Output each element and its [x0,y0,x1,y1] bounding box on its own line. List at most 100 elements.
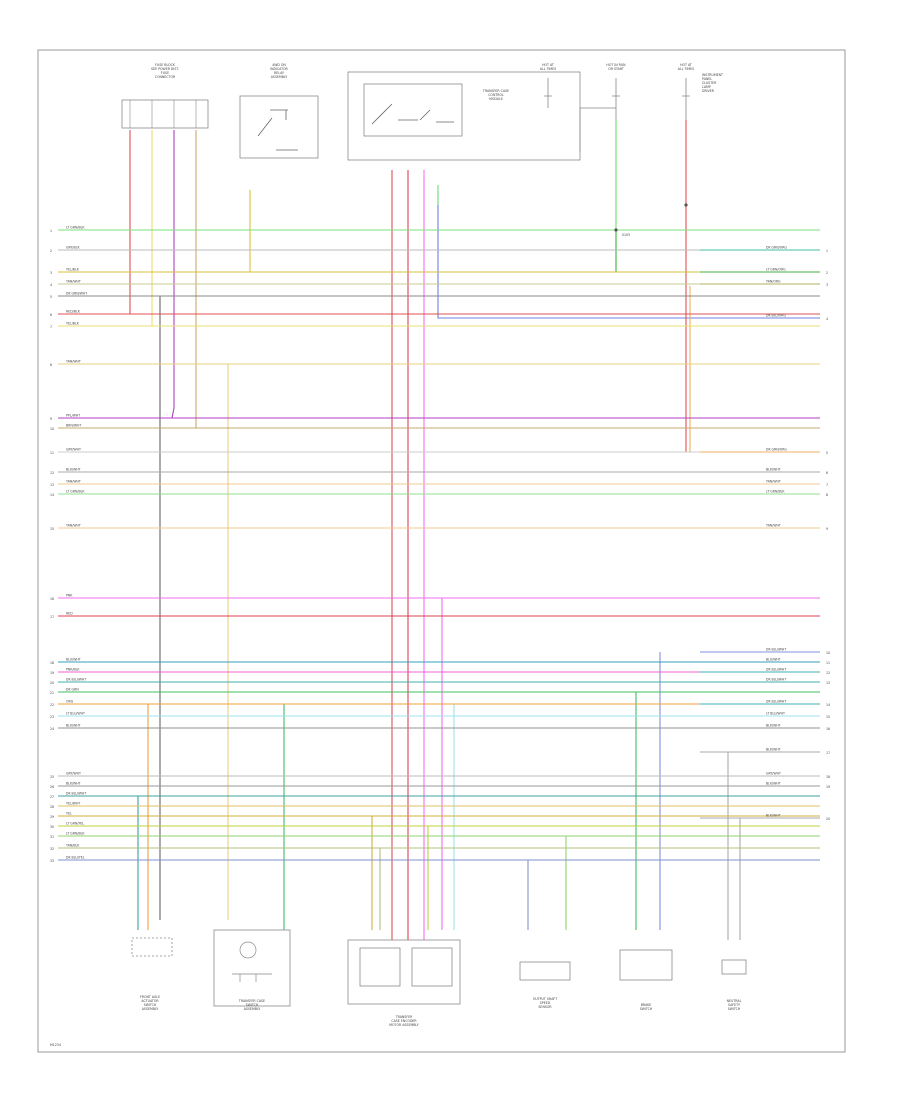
right-wire-label: DK GRN/ORG [766,246,787,250]
left-wire-pin: 8 [50,363,52,367]
right-wire-pin: 19 [826,785,830,789]
right-wire: DK BLU/WHT 14 [700,700,830,707]
left-wire-label: LT GRN/BLK [66,226,85,230]
left-wire-pin: 25 [50,775,54,779]
left-wire-pin: 9 [50,417,52,421]
right-wire-label: DK BLU/WHT [766,678,786,682]
right-wire-label: TAN/ORG [765,280,781,284]
left-wire-label: PNK/BLK [66,668,80,672]
right-wire-label: DK BLU/WHT [766,648,786,652]
right-wire-pin: 13 [826,681,830,685]
right-wire-pin: 6 [826,471,828,475]
footer-code: M1234 [50,1043,61,1047]
splice-label: S105 [622,233,630,237]
right-wire-label: DK BLU/WHT [766,700,786,704]
left-wire-label: DK BLU/YEL [66,856,85,860]
right-wire-pin: 14 [826,703,830,707]
left-wire-pin: 29 [50,815,54,819]
left-wire-pin: 12 [50,471,54,475]
left-wire-pin: 23 [50,715,54,719]
right-wire-pin: 11 [826,661,830,665]
left-wire-label: BLK/WHT [66,468,81,472]
right-wire-pin: 9 [826,527,828,531]
left-wire-label: TAN/WHT [65,280,81,284]
left-wire-pin: 24 [50,727,54,731]
right-wire-label: LT GRN/ORG [766,268,786,272]
left-wire-label: PPL/WHT [66,414,80,418]
left-wire-pin: 4 [50,283,52,287]
left-wire-pin: 1 [50,229,52,233]
right-wire: TAN/WHT 9 [700,524,828,531]
left-wire-label: TAN/BLK [65,844,80,848]
left-wire-pin: 30 [50,825,54,829]
left-wire-label: LT BLU/WHT [66,712,85,716]
left-wire: 5DK GRN/WHT [50,292,820,299]
left-wire-label: BLU/WHT [66,658,81,662]
right-wire-pin: 7 [826,483,828,487]
left-wire-label: GRY/WHT [66,448,81,452]
left-wire-pin: 18 [50,661,54,665]
left-wire-label: YEL/BLK [66,268,80,272]
left-wire-label: DK GRN/WHT [66,292,87,296]
left-wire-pin: 21 [50,691,54,695]
right-wire-pin: 20 [826,817,830,821]
right-wire-label: DK BLU/ORG [766,314,786,318]
left-wire: 9 PPL/WHT [50,414,820,421]
vertical-wires [60,120,820,940]
left-wire-label: DK BLU/WHT [66,678,86,682]
left-wire-label: DK BLU/WHT [66,792,86,796]
right-wire-pin: 2 [826,271,828,275]
left-wire-label: TAN/WHT [65,524,81,528]
left-wire: 1 LT GRN/BLK [50,226,820,233]
right-wire-label: DK GRN/ORG [766,448,787,452]
right-wire-pin: 15 [826,715,830,719]
right-wire-label: TAN/WHT [765,524,781,528]
left-wire: 12 BLK/WHT [50,468,820,475]
right-wire-label: DK BLU/WHT [766,668,786,672]
left-wire-pin: 17 [50,615,54,619]
right-wire-label: BLK/WHT [766,748,781,752]
left-wire-pin: 6 [50,313,52,317]
left-wire-pin: 27 [50,795,54,799]
left-wire-label: PNK [66,594,73,598]
